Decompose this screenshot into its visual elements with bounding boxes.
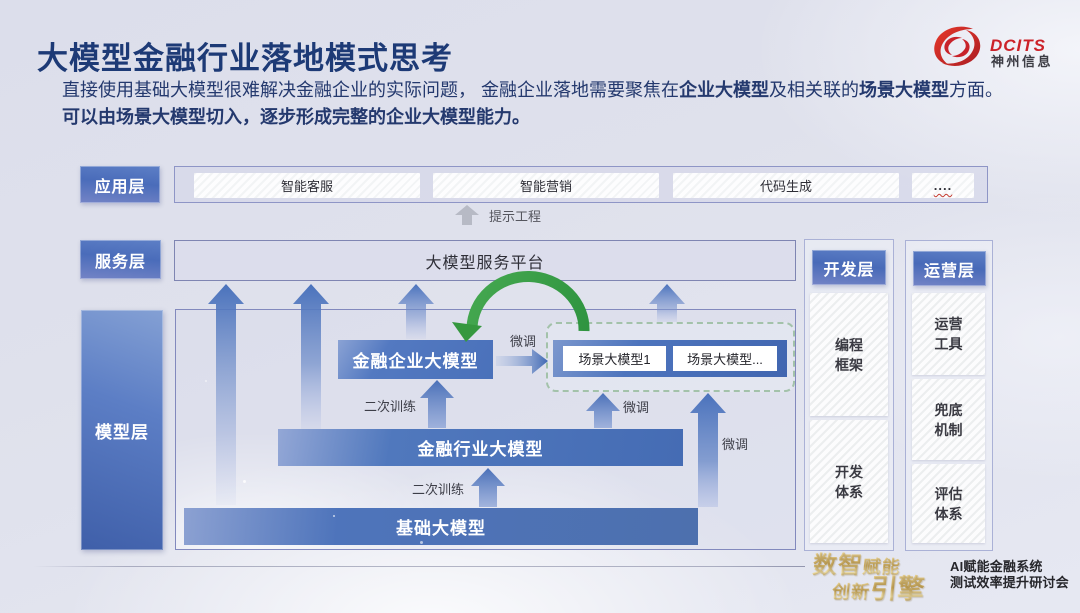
brand-name: DCITS [990,36,1046,55]
prompt-engineering-hint: 提示工程 [455,205,541,225]
application-row: 智能客服 智能营销 代码生成 .... [174,166,988,203]
slogan-part4: 引擎 [868,574,926,604]
subtitle-line2: 可以由场景大模型切入，逐步形成完整的企业大模型能力。 [62,107,530,127]
layer-label-service: 服务层 [80,240,161,279]
footer-divider-line [33,566,805,567]
prompt-engineering-label: 提示工程 [489,208,542,224]
sparkle [205,380,207,382]
subtitle: 直接使用基础大模型很难解决金融企业的实际问题， 金融企业落地需要聚焦在企业大模型… [62,77,1062,131]
app-box-marketing: 智能营销 [433,173,659,198]
layer-label-ops: 运营层 [913,251,986,286]
subtitle-line1: 直接使用基础大模型很难解决金融企业的实际问题， 金融企业落地需要聚焦在企业大模型… [62,80,1003,100]
app-box-more: .... [912,173,974,198]
slogan-part3: 创新 [830,582,872,602]
brand-name-cn: 神州信息 [991,54,1054,69]
dev-box-programming-framework: 编程 框架 [810,293,888,416]
finetune-label-3: 微调 [722,437,749,452]
sparkle [243,480,246,483]
page-title: 大模型金融行业落地模式思考 [37,41,453,76]
ops-box-fallback: 兜底 机制 [912,379,985,460]
dev-box-dev-system: 开发 体系 [810,420,888,543]
retrain-label-2: 二次训练 [412,482,465,497]
dcits-logo: DCITS 神州信息 [929,24,1069,70]
footer-event-title: AI赋能金融系统 测试效率提升研讨会 [950,559,1069,591]
service-platform-box: 大模型服务平台 [174,240,796,281]
sparkle [420,541,423,544]
finetune-label-1: 微调 [510,334,537,349]
event-line2: 测试效率提升研讨会 [950,575,1069,590]
layer-label-model: 模型层 [81,310,163,550]
finetune-label-2: 微调 [623,400,650,415]
layer-label-application: 应用层 [80,166,160,203]
scene-model-n-box: 场景大模型... [673,346,777,371]
app-box-customer-service: 智能客服 [194,173,420,198]
industry-model-box: 金融行业大模型 [278,429,683,466]
ops-box-tools: 运营 工具 [912,293,985,375]
enterprise-model-box: 金融企业大模型 [338,340,493,379]
retrain-label-1: 二次训练 [364,399,417,414]
scene-model-1-box: 场景大模型1 [563,346,666,371]
base-model-box: 基础大模型 [184,508,698,545]
up-arrow-gray-icon [455,205,479,225]
footer-slogan: 数智赋能 创新引擎 [805,545,961,604]
sparkle [333,515,335,517]
layer-label-dev: 开发层 [812,250,886,285]
app-box-codegen: 代码生成 [673,173,899,198]
ops-box-evaluation: 评估 体系 [912,464,985,543]
event-line1: AI赋能金融系统 [950,559,1043,574]
dcits-swirl-icon [934,26,981,66]
